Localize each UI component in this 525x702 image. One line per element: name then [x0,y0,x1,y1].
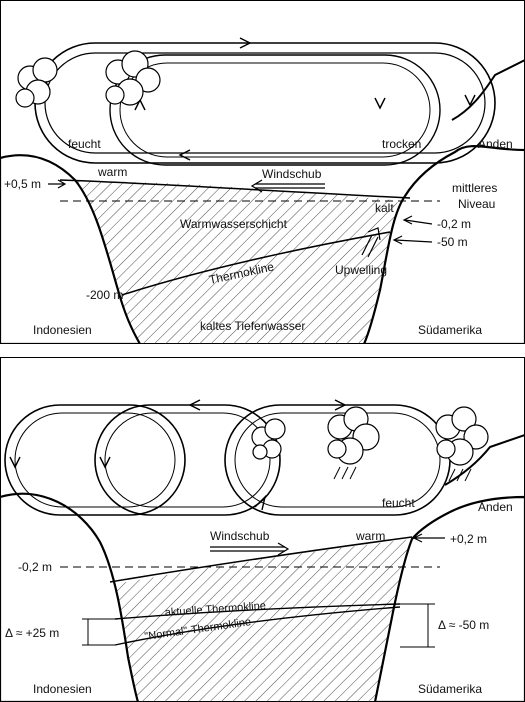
label-plus02: +0,2 m [450,532,487,546]
pointer-arrow-icon [48,179,67,189]
walker-cell-inner [14,412,176,508]
cloud-icon [435,406,489,466]
panel-el-nino-conditions: Anden feucht Windschub warm +0,2 m -0,2 … [0,357,525,702]
landmass-suedamerika [362,145,525,344]
label-delta-plus25: Δ ≈ +25 m [5,626,59,640]
delta-marker-right [400,603,435,648]
label-warmwasserschicht: Warmwasserschicht [180,217,288,231]
windschub-arrow-icon [250,179,325,193]
arrow-icon [99,456,111,469]
arrow-icon [9,456,21,469]
label-niveau: Niveau [458,197,495,211]
label-windschub: Windschub [210,529,270,543]
label-minus02: -0,2 m [18,560,52,574]
arrow-icon [464,94,476,107]
pointer-arrow-icon [402,215,433,225]
label-minus02: -0,2 m [437,217,471,231]
arrow-icon [239,37,252,49]
andes-ridge [451,59,525,121]
cloud-icon [105,50,161,106]
arrow-icon [334,399,347,411]
label-suedamerika: Südamerika [418,323,482,337]
walker-cell-inner [104,412,271,508]
andes-ridge [444,434,525,486]
delta-marker-left [82,618,115,646]
label-mittleres: mittleres [452,181,497,195]
label-indonesien: Indonesien [33,682,92,696]
panel-normal-conditions: feucht trocken Anden warm Windschub +0,5… [0,0,525,344]
cloud-icon [327,406,380,465]
label-anden: Anden [478,500,513,514]
arrow-icon [188,399,201,411]
walker-cell [94,404,281,516]
upwelling-arrow-icon [361,227,381,258]
arrow-icon [178,149,191,161]
landmass-indonesien [0,492,140,702]
diagram-normal-conditions: feucht trocken Anden warm Windschub +0,5… [0,0,525,344]
arrow-icon [254,494,267,511]
windschub-arrow-icon [210,542,290,556]
label-delta-minus50: Δ ≈ -50 m [438,618,489,632]
cloud-icon [15,57,58,108]
arrow-icon [374,97,386,110]
label-kaltes-tiefenwasser: kaltes Tiefenwasser [200,319,305,333]
label-upwelling: Upwelling [335,263,387,277]
label-anden: Anden [478,137,513,151]
diagram-el-nino-conditions: Anden feucht Windschub warm +0,2 m -0,2 … [0,357,525,702]
label-suedamerika: Südamerika [418,682,482,696]
label-trocken: trocken [382,137,421,151]
label-minus50: -50 m [437,235,468,249]
label-kalt: kalt [375,201,394,215]
thermocline-line [121,231,391,296]
pointer-arrow-icon [392,235,433,245]
label-warm: warm [355,529,385,543]
walker-cell-inner [234,412,441,508]
actual-thermocline [114,603,401,620]
label-windschub: Windschub [262,167,322,181]
label-plus05: +0,5 m [4,177,41,191]
rain-icon [333,466,472,482]
landmass-indonesien [0,154,142,344]
label-feucht: feucht [68,137,101,151]
pointer-arrow-icon [412,533,445,543]
label-warm: warm [97,165,127,179]
sea-surface [109,536,413,583]
ocean-hatched-area [110,537,412,702]
sea-surface [59,179,411,199]
label-feucht: feucht [382,496,415,510]
landmass-suedamerika [373,495,525,702]
walker-cell-inner [44,52,486,154]
walker-cell [4,404,186,516]
label-indonesien: Indonesien [33,323,92,337]
walker-cell-second-inner [119,62,431,158]
label-minus200: -200 m [86,288,123,302]
walker-cell-second [109,54,441,166]
cloud-icon [251,418,286,460]
ocean-hatched-area [40,170,400,344]
normal-thermocline [114,606,401,646]
